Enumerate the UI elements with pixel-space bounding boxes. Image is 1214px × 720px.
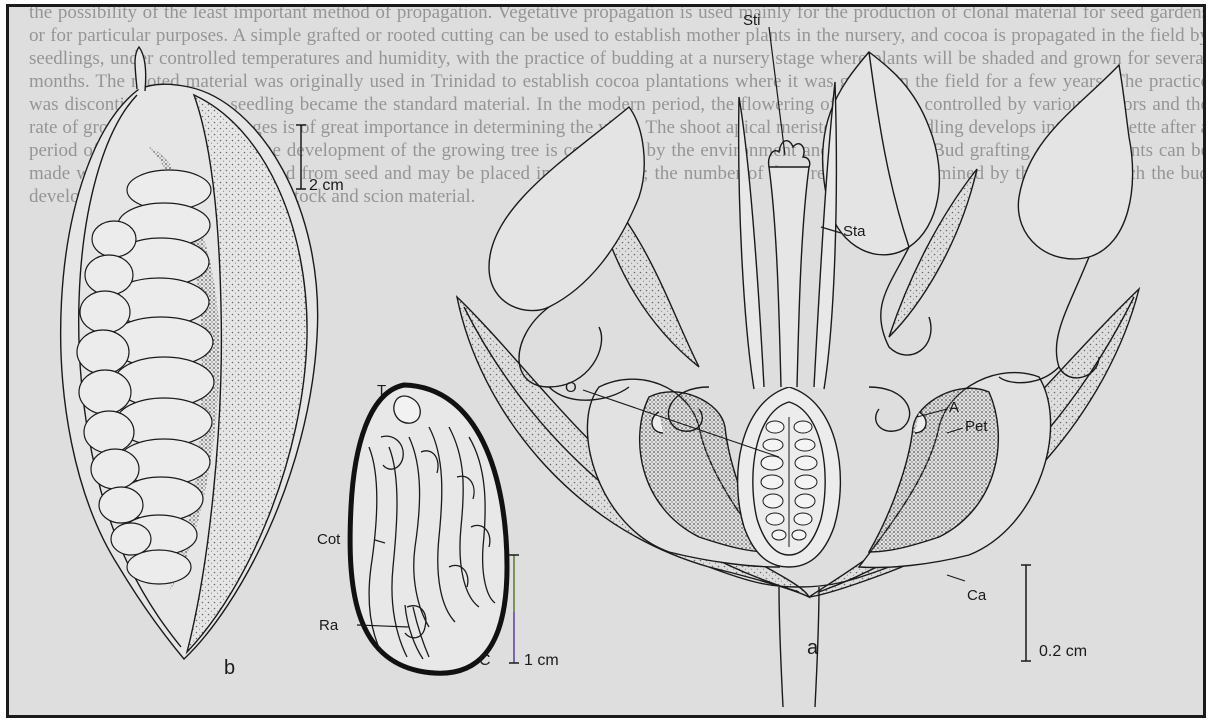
- seed-scale-bar: [509, 555, 519, 663]
- label-o: O: [565, 379, 577, 396]
- figure-a-label: a: [807, 637, 818, 660]
- cocoa-pod-drawing: [61, 47, 318, 659]
- label-sta: Sta: [843, 223, 866, 240]
- label-ca: Ca: [967, 587, 986, 604]
- label-a: A: [949, 399, 959, 416]
- flower-scale-label: 0.2 cm: [1039, 643, 1087, 661]
- seed-section-drawing: [350, 385, 507, 673]
- botanical-illustration: [9, 7, 1206, 718]
- pod-scale-bar: [296, 125, 306, 189]
- flower-scale-bar: [1021, 565, 1031, 661]
- figure-c-label: C: [479, 652, 491, 670]
- flower-section-drawing: [457, 27, 1139, 707]
- figure-page: the possibility of the least important m…: [6, 4, 1206, 718]
- label-t: T: [377, 382, 386, 399]
- pod-scale-label: 2 cm: [309, 177, 344, 195]
- figure-b-label: b: [224, 657, 235, 680]
- seed-scale-label: 1 cm: [524, 652, 559, 670]
- label-pet: Pet: [965, 418, 988, 435]
- label-sti: Sti: [743, 12, 761, 29]
- label-ra: Ra: [319, 617, 338, 634]
- label-cot: Cot: [317, 531, 340, 548]
